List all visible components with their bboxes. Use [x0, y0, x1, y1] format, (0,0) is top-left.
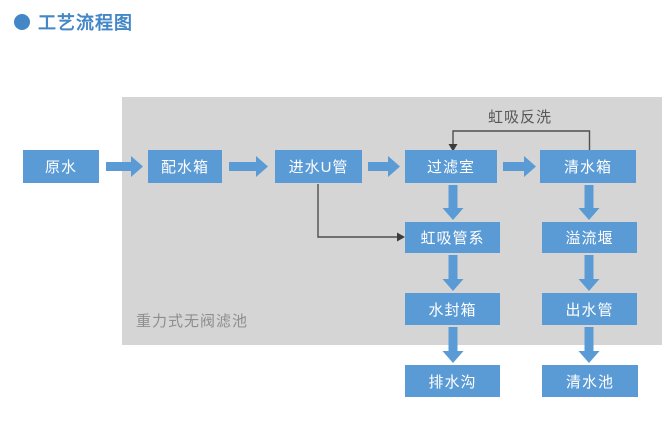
arrowhead-inlet-to-siphon [397, 232, 405, 242]
node-distribution-tank: 配水箱 [148, 150, 222, 183]
arrow-raw-to-distribution [106, 156, 143, 177]
node-clean-water-pool: 清水池 [542, 365, 638, 397]
node-inlet-u-pipe: 进水U管 [275, 150, 362, 183]
arrow-weir-to-outlet [578, 255, 600, 291]
page-title-row: 工艺流程图 [14, 9, 133, 35]
arrow-filter-to-cleantank [503, 156, 536, 177]
backwash-label: 虹吸反洗 [487, 109, 552, 126]
node-raw-water: 原水 [23, 150, 99, 183]
arrow-filter-to-siphon [442, 185, 464, 220]
arrow-inlet-to-filter [368, 156, 400, 177]
node-drain-ditch: 排水沟 [405, 365, 500, 397]
node-water-seal-tank: 水封箱 [405, 293, 500, 325]
arrow-distribution-to-inlet [229, 156, 268, 177]
arrowhead-backwash-feedback [448, 144, 458, 152]
arrow-siphon-to-waterseal [442, 255, 464, 291]
node-clean-water-tank: 清水箱 [540, 150, 636, 183]
panel-label: 重力式无阀滤池 [136, 313, 249, 330]
node-outlet-pipe: 出水管 [542, 293, 637, 325]
line-backwash-feedback [452, 130, 591, 151]
arrow-waterseal-to-drain [442, 327, 464, 363]
page-title: 工艺流程图 [38, 13, 133, 33]
node-siphon-pipe-system: 虹吸管系 [405, 222, 500, 253]
line-inlet-to-siphon [317, 184, 398, 238]
arrow-cleantank-to-weir [578, 185, 600, 220]
node-overflow-weir: 溢流堰 [542, 222, 637, 253]
node-filter-chamber: 过滤室 [405, 150, 497, 183]
bullet-icon [14, 14, 30, 30]
arrow-outlet-to-pool [578, 327, 600, 363]
